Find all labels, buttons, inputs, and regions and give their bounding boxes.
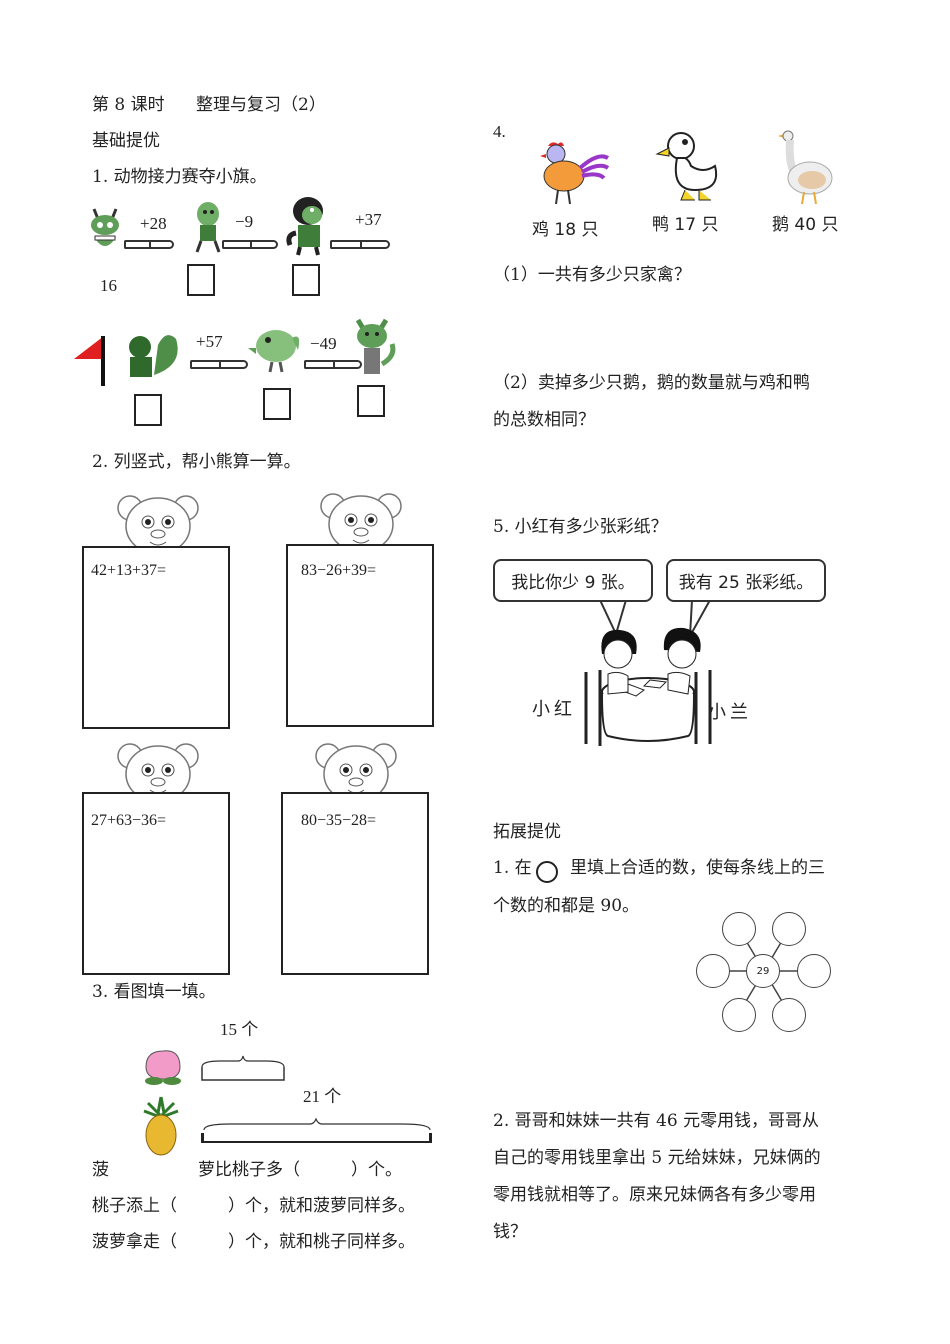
baton-2 (222, 240, 278, 249)
pineapple-count-label: 21 个 (303, 1087, 342, 1106)
ext2-line3: 零用钱就相等了。原来兄妹俩各有多少零用 (493, 1185, 816, 1205)
calc-paper-3[interactable] (82, 792, 230, 975)
goat-animal-icon (91, 208, 119, 246)
peach-brace (201, 1055, 285, 1081)
bubble-left-text: 我比你少 9 张。 (511, 573, 635, 593)
bird-label-duck: 鸭 17 只 (652, 215, 719, 235)
circle-symbol-icon (536, 861, 558, 883)
q1-op-1: +28 (140, 214, 167, 233)
red-flag-icon (74, 336, 105, 386)
section-extend-heading: 拓展提优 (493, 822, 561, 842)
circle-bottom-right[interactable] (772, 998, 806, 1032)
peach-count-label: 15 个 (220, 1020, 259, 1039)
equation-3: 27+63−36= (91, 812, 167, 829)
circle-center: 29 (746, 954, 780, 988)
answer-box-2[interactable] (292, 264, 320, 296)
center-value: 29 (756, 965, 770, 977)
rooster-icon (540, 142, 610, 205)
duck-icon (655, 132, 717, 201)
bird-label-goose: 鹅 40 只 (772, 215, 839, 235)
answer-box-1[interactable] (187, 264, 215, 296)
section-basic-heading: 基础提优 (92, 131, 160, 151)
q4-sub2-line2: 的总数相同？ (493, 410, 595, 430)
baton-1 (124, 240, 174, 249)
q1-start-value: 16 (100, 276, 117, 295)
q1-op-2: −9 (235, 212, 254, 231)
q1-title: 1. 动物接力赛夺小旗。 (92, 167, 267, 187)
answer-box-3[interactable] (134, 394, 162, 426)
peach-icon (145, 1050, 181, 1085)
baton-3 (330, 240, 390, 249)
name-xiaohong: 小红 (532, 699, 576, 720)
circle-left[interactable] (696, 954, 730, 988)
answer-box-4[interactable] (263, 388, 291, 420)
pineapple-brace (201, 1118, 432, 1143)
bear-icon-3 (117, 743, 199, 798)
bird-label-chicken: 鸡 18 只 (532, 220, 599, 240)
ext2-line2: 自己的零用钱里拿出 5 元给妹妹，兄妹俩的 (493, 1148, 821, 1168)
baton-4 (190, 360, 248, 369)
equation-4: 80−35−28= (301, 812, 377, 829)
q3-line1-start: 菠 (92, 1160, 109, 1180)
equation-2: 83−26+39= (301, 562, 377, 579)
bear-icon-4 (315, 743, 397, 798)
bear-icon-1 (117, 495, 199, 550)
lesson-label: 第 8 课时 (92, 95, 165, 115)
equation-1: 42+13+37= (91, 562, 167, 579)
calc-paper-4[interactable] (281, 792, 429, 975)
raccoon-animal-icon (355, 318, 396, 374)
q3-line3: 菠萝拿走（ ）个，就和桃子同样多。 (92, 1232, 415, 1252)
circle-bottom-left[interactable] (722, 998, 756, 1032)
q3-line2: 桃子添上（ ）个，就和菠萝同样多。 (92, 1196, 415, 1216)
wolf-animal-icon (286, 197, 323, 256)
q1-op-4: +57 (196, 332, 223, 351)
q4-sub2-line1: （2）卖掉多少只鹅，鹅的数量就与鸡和鸭 (493, 373, 810, 393)
pineapple-icon (143, 1096, 179, 1156)
q3-title: 3. 看图填一填。 (92, 982, 216, 1002)
ext1-suffix: 里填上合适的数，使每条线上的三 (570, 858, 825, 878)
answer-box-5[interactable] (357, 385, 385, 417)
circle-top-left[interactable] (722, 912, 756, 946)
girls-at-table-illustration (584, 627, 712, 746)
calc-paper-1[interactable] (82, 546, 230, 729)
q4-number: 4. (493, 122, 506, 141)
baton-5 (304, 360, 362, 369)
circle-right[interactable] (797, 954, 831, 988)
bear-icon-2 (320, 493, 402, 548)
bird-animal-icon (248, 330, 300, 373)
q2-title: 2. 列竖式，帮小熊算一算。 (92, 452, 301, 472)
q5-title: 5. 小红有多少张彩纸？ (493, 517, 668, 537)
page-title: 整理与复习（2） (196, 95, 326, 115)
q3-line1: 萝比桃子多（ ）个。 (198, 1160, 402, 1180)
name-xiaolan: 小兰 (708, 702, 752, 723)
ext1-prefix: 1. 在 (493, 858, 532, 878)
circle-top-right[interactable] (772, 912, 806, 946)
bubble-right-text: 我有 25 张彩纸。 (678, 573, 814, 593)
calc-paper-2[interactable] (286, 544, 434, 727)
speech-bubble-right: 我有 25 张彩纸。 (666, 559, 826, 602)
q1-op-5: −49 (310, 334, 337, 353)
q4-sub1: （1）一共有多少只家禽？ (493, 265, 691, 285)
turtle-animal-icon (195, 202, 221, 253)
speech-bubble-left: 我比你少 9 张。 (493, 559, 653, 602)
squirrel-animal-icon (129, 335, 178, 377)
ext2-line1: 2. 哥哥和妹妹一共有 46 元零用钱，哥哥从 (493, 1111, 820, 1131)
goose-icon (778, 130, 833, 205)
ext1-line2: 个数的和都是 90。 (493, 896, 640, 916)
ext2-line4: 钱？ (493, 1222, 527, 1242)
q1-op-3: +37 (355, 210, 382, 229)
